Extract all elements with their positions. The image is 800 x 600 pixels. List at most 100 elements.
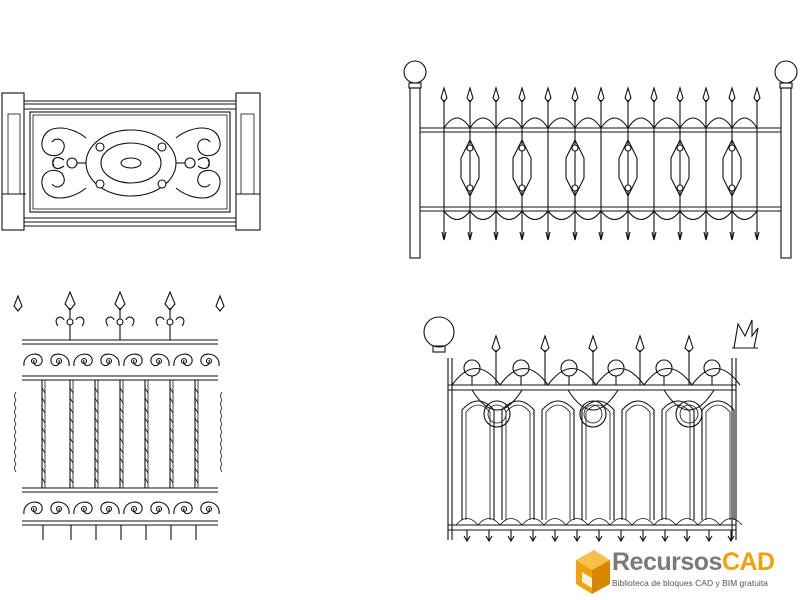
scroll-eye <box>30 357 38 365</box>
hexagon-picket <box>460 138 480 198</box>
hexagon-picket <box>512 138 532 198</box>
hatch-mark <box>14 423 17 433</box>
hatch-mark <box>14 431 17 441</box>
bottom-arch <box>547 210 576 221</box>
twist-mark <box>194 477 199 484</box>
spear-tip <box>518 86 526 103</box>
bar-point <box>703 231 709 241</box>
scroll-ornament <box>150 501 170 515</box>
scroll-eye <box>155 505 163 513</box>
scroll-ornament <box>100 501 120 515</box>
twist-mark <box>69 387 74 394</box>
twist-mark <box>119 447 124 454</box>
top-ring <box>655 359 673 377</box>
twist-mark <box>144 467 149 474</box>
scroll-ornament <box>50 501 70 515</box>
hexagon-picket <box>670 138 690 198</box>
picket-node <box>518 184 526 192</box>
scroll-eye <box>105 505 113 513</box>
scroll-ornament <box>200 353 220 367</box>
bottom-arch <box>469 210 497 221</box>
twist-mark <box>169 397 174 404</box>
twist-mark <box>94 427 99 434</box>
twist-mark <box>94 467 99 474</box>
bottom-point <box>661 530 669 543</box>
brand-name-part1: Recursos <box>612 548 722 576</box>
top-arch <box>469 117 497 129</box>
spear-tip <box>571 86 579 103</box>
hatch-mark <box>220 439 223 449</box>
bar-point <box>467 231 473 241</box>
hatch-mark <box>220 431 223 441</box>
bottom-arch <box>627 210 655 221</box>
bottom-arch <box>477 518 501 526</box>
hatch-mark <box>14 391 17 401</box>
twist-mark <box>144 457 149 464</box>
twist-mark <box>119 437 124 444</box>
spear-tip <box>753 86 761 103</box>
twist-mark <box>41 397 46 404</box>
spear-tip <box>624 86 632 103</box>
top-arch <box>521 117 549 129</box>
bottom-arch <box>521 518 545 526</box>
spear-curl <box>105 316 135 327</box>
twist-mark <box>194 437 199 444</box>
arched-picket <box>701 400 735 520</box>
bottom-arch <box>495 210 523 221</box>
bottom-point <box>573 530 581 543</box>
bottom-arch <box>653 518 677 526</box>
top-arch <box>653 117 681 129</box>
scroll-ornament <box>123 353 143 367</box>
spear-tip <box>466 86 474 103</box>
twist-mark <box>144 387 149 394</box>
scroll-ornament <box>173 501 193 515</box>
bar-point <box>754 231 760 241</box>
top-arch <box>705 117 733 129</box>
medallion-cradle <box>567 389 619 411</box>
hatch-mark <box>14 407 17 417</box>
twist-mark <box>41 437 46 444</box>
hatch-mark <box>14 415 17 425</box>
hexagon-picket <box>618 138 638 198</box>
twist-mark <box>41 407 46 414</box>
scroll-ornament <box>100 353 120 367</box>
fence-spear-scrolls <box>13 290 225 540</box>
twist-mark <box>144 417 149 424</box>
twist-mark <box>144 477 149 484</box>
scroll-eye <box>80 505 88 513</box>
picket-node <box>466 184 474 192</box>
top-ring <box>703 359 721 377</box>
spear-tip <box>588 334 598 353</box>
scroll-ornament <box>23 501 43 515</box>
twist-mark <box>169 467 174 474</box>
bar-point <box>651 231 657 241</box>
picket-node <box>728 144 736 152</box>
arched-picket-inner <box>545 404 571 520</box>
bar-point <box>572 231 578 241</box>
bottom-arch <box>679 210 707 221</box>
spear-tip <box>64 290 76 311</box>
scroll-ornament <box>150 353 170 367</box>
scroll-ornament <box>50 353 70 367</box>
twist-mark <box>119 417 124 424</box>
picket-node <box>571 144 579 152</box>
top-arch <box>547 368 597 386</box>
twist-mark <box>41 417 46 424</box>
arched-picket <box>501 400 535 520</box>
medallion-ring <box>483 400 511 428</box>
twist-mark <box>69 477 74 484</box>
scroll-eye <box>55 505 63 513</box>
hatch-mark <box>220 415 223 425</box>
scroll-eye <box>80 357 88 365</box>
twist-mark <box>144 447 149 454</box>
scroll-eye <box>155 357 163 365</box>
scroll-eye <box>130 505 138 513</box>
top-arch <box>495 117 523 129</box>
twist-mark <box>169 407 174 414</box>
bottom-arch <box>455 518 479 526</box>
bottom-point <box>683 530 691 543</box>
bottom-point <box>463 530 471 543</box>
twist-mark <box>41 457 46 464</box>
twist-mark <box>69 467 74 474</box>
bar-point <box>598 231 604 241</box>
